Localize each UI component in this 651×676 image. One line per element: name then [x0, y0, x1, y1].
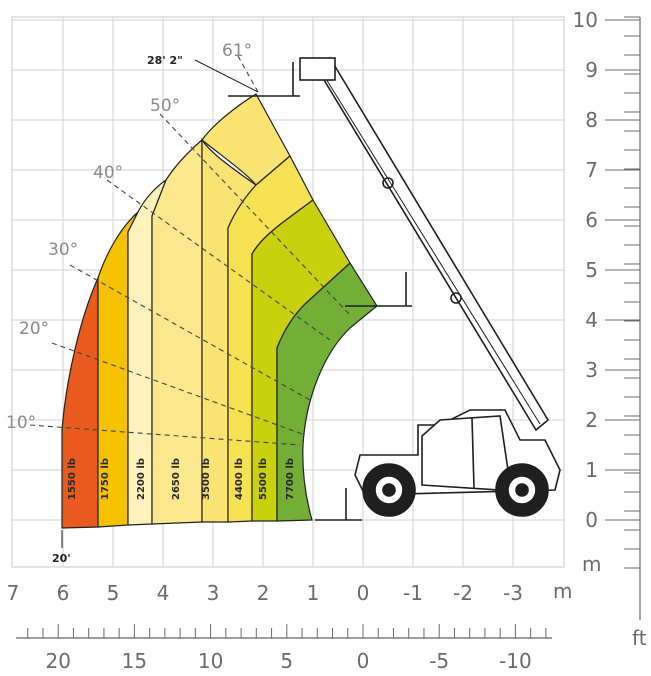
- y-tick-label: 0: [585, 508, 598, 532]
- telehandler-machine: [228, 56, 561, 521]
- zone-label-7700lb: 7700 lb: [285, 458, 296, 500]
- y-tick-label: 3: [585, 358, 598, 382]
- boom-angle-lines: [29, 55, 351, 446]
- x-tick-label-m: 4: [157, 581, 170, 605]
- zone-7700lb: [276, 262, 378, 522]
- angle-label-50: 50°: [150, 96, 180, 116]
- angle-line-30: [69, 264, 311, 401]
- x-tick-label-m: -2: [453, 581, 473, 605]
- angle-line-10: [29, 424, 301, 446]
- cab-pillar: [471, 417, 475, 489]
- x-unit-label-m: m: [553, 579, 572, 603]
- x-tick-label-m: 3: [207, 581, 220, 605]
- x-tick-label-ft: 0: [357, 649, 370, 673]
- cab: [421, 415, 509, 491]
- y-unit-label: m: [582, 552, 601, 576]
- angle-line-61: [237, 55, 259, 93]
- max-reach-label: 20': [52, 552, 71, 565]
- boom-joint-1: [382, 177, 394, 189]
- y-tick-label: 2: [585, 408, 598, 432]
- rear-wheel: [495, 463, 549, 517]
- x-tick-label-ft: 10: [198, 649, 223, 673]
- angle-label-20: 20°: [19, 319, 49, 339]
- zone-label-5500lb: 5500 lb: [258, 458, 269, 500]
- x-tick-label-ft: 5: [280, 649, 293, 673]
- top-fork: [228, 62, 300, 97]
- grid-frame: [11, 16, 565, 568]
- x-tick-label-m: 6: [57, 581, 70, 605]
- max-height-leader: [194, 59, 259, 93]
- y-tick-label: 1: [585, 458, 598, 482]
- y-tick-label: 7: [585, 158, 598, 182]
- boom-inner: [322, 73, 541, 425]
- boom-joint-2: [450, 292, 462, 304]
- zone-label-1750lb: 1750 lb: [100, 458, 111, 500]
- x-tick-label-ft: 15: [122, 649, 147, 673]
- x-tick-label-m: 7: [7, 581, 20, 605]
- angle-line-50: [159, 113, 351, 316]
- x-tick-label-ft: -5: [429, 649, 449, 673]
- x-tick-label-m: 5: [107, 581, 120, 605]
- x-tick-label-ft: 20: [45, 649, 70, 673]
- zone-label-2200lb: 2200 lb: [136, 458, 147, 500]
- zone-label-2650lb: 2650 lb: [171, 458, 182, 500]
- right-meter-axis: 0 1 2 3 4 5 6 7 8 9 10: [573, 8, 641, 620]
- x-tick-label-m: -1: [403, 581, 423, 605]
- max-height-label: 28' 2": [147, 54, 183, 67]
- load-zones: [61, 93, 378, 529]
- angle-label-10: 10°: [6, 413, 36, 433]
- y-tick-label: 6: [585, 208, 598, 232]
- bottom-feet-axis: 20 15 10 5 0 -5 -10: [16, 624, 552, 673]
- y-tick-label: 9: [585, 58, 598, 82]
- y-tick-label: 5: [585, 258, 598, 282]
- angle-label-61: 61°: [222, 41, 252, 61]
- zone-label-3500lb: 3500 lb: [201, 458, 212, 500]
- y-tick-label: 8: [585, 108, 598, 132]
- x-tick-label-ft: -10: [499, 649, 532, 673]
- angle-label-40: 40°: [93, 163, 123, 183]
- x-tick-label-m: 2: [257, 581, 270, 605]
- zone-label-1550lb: 1550 lb: [67, 458, 78, 500]
- y-tick-label: 10: [573, 8, 598, 32]
- ground-fork: [315, 488, 362, 521]
- zone-label-4400lb: 4400 lb: [234, 458, 245, 500]
- x-tick-label-m: 1: [307, 581, 320, 605]
- y-tick-label: 4: [585, 308, 598, 332]
- mid-fork: [345, 272, 412, 307]
- bottom-meter-axis: 7 6 5 4 3 2 1 0 -1 -2 -3: [7, 581, 523, 605]
- front-wheel: [362, 463, 416, 517]
- zone-labels: 1550 lb 1750 lb 2200 lb 2650 lb 3500 lb …: [67, 458, 296, 500]
- x-tick-label-m: 0: [357, 581, 370, 605]
- angle-label-30: 30°: [48, 240, 78, 260]
- boom-head: [299, 57, 336, 81]
- x-unit-label-ft: ft: [632, 626, 647, 650]
- x-tick-label-m: -3: [503, 581, 523, 605]
- angle-line-40: [106, 179, 331, 341]
